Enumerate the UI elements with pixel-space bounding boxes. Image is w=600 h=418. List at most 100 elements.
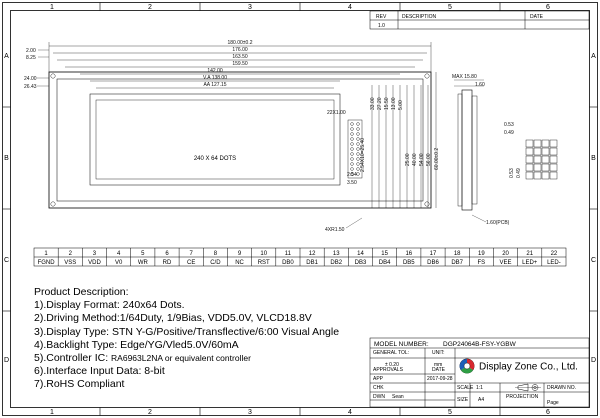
top-dimension-lines bbox=[48, 42, 432, 89]
pin-hole bbox=[356, 122, 360, 126]
zone-col-1-bottom: 1 bbox=[50, 409, 54, 416]
pin-name-2: VSS bbox=[64, 260, 76, 266]
zone-col-4: 4 bbox=[348, 4, 352, 11]
zone-col-6-bottom: 6 bbox=[546, 409, 550, 416]
general-tol-value: ± 0.20 bbox=[385, 362, 399, 368]
rev-value: 1.0 bbox=[378, 23, 385, 29]
pin-number-15: 15 bbox=[381, 251, 388, 257]
zone-row-a-right: A bbox=[591, 53, 596, 60]
pin-assignment-table: 1FGND2VSS3VDD4V05WR6RD7CE8C/D9NC10RST11D… bbox=[33, 247, 567, 267]
dot-cell bbox=[525, 163, 534, 172]
pin-name-4: V0 bbox=[115, 260, 123, 266]
pin-hole bbox=[350, 162, 354, 166]
description-line-2: 2).Driving Method:1/64Duty, 1/9Bias, VDD… bbox=[34, 312, 312, 325]
pin-number-6: 6 bbox=[165, 251, 169, 257]
dim-pcb-thickness: 1.60(PCB) bbox=[486, 220, 510, 226]
dot-cell bbox=[525, 139, 534, 148]
pin-name-15: DB4 bbox=[379, 260, 391, 266]
dim-small-3-5: 3.50 bbox=[347, 180, 357, 186]
pin-number-8: 8 bbox=[214, 251, 218, 257]
pin-name-17: DB6 bbox=[427, 260, 439, 266]
dim-v-33: 33.00 bbox=[370, 97, 376, 110]
dim-overall-width: 180.00±0.2 bbox=[228, 40, 253, 46]
title-block bbox=[369, 337, 590, 408]
zone-labels: 1 2 3 4 5 6 1 2 3 4 5 6 A B C D A B C D bbox=[4, 4, 596, 416]
pin-name-20: VEE bbox=[500, 260, 512, 266]
dim-v-40: 40.00 bbox=[412, 153, 418, 166]
dot-cell bbox=[549, 155, 558, 164]
size-value: A4 bbox=[478, 397, 484, 403]
zone-row-c-right: C bbox=[591, 257, 596, 264]
dim-v-25: 25.00 bbox=[405, 153, 411, 166]
dim-dot-v-0-49: 0.49 bbox=[516, 168, 522, 178]
revision-block bbox=[369, 10, 590, 30]
dim-left-26-43: 26.43 bbox=[24, 84, 37, 90]
lcd-module-front-view bbox=[48, 71, 432, 209]
pin-hole bbox=[356, 157, 360, 161]
dot-detail-grid bbox=[525, 139, 558, 180]
dim-v-56: 56.00 bbox=[426, 153, 432, 166]
zone-col-2: 2 bbox=[148, 4, 152, 11]
dot-cell bbox=[541, 155, 550, 164]
company-name: Display Zone Co., Ltd. bbox=[479, 362, 578, 373]
pin-name-14: DB3 bbox=[355, 260, 367, 266]
pin-number-20: 20 bbox=[502, 251, 509, 257]
pin-number-22: 22 bbox=[551, 251, 558, 257]
dim-hole-radius: 4XR1.50 bbox=[325, 227, 345, 233]
side-view bbox=[454, 79, 487, 223]
pin-name-11: DB0 bbox=[282, 260, 294, 266]
unit-label: UNIT: bbox=[432, 350, 445, 356]
dot-cell bbox=[549, 171, 558, 180]
pin-number-17: 17 bbox=[430, 251, 437, 257]
description-line-7: 7).RoHS Compliant bbox=[34, 378, 125, 391]
dim-v-13: 13.00 bbox=[391, 97, 397, 110]
left-leader-lines bbox=[37, 49, 49, 87]
dwn-label: DWN bbox=[373, 394, 385, 400]
dim-side-1-6: 1.60 bbox=[475, 82, 485, 88]
hole-leader bbox=[345, 217, 363, 229]
pin-number-16: 16 bbox=[405, 251, 412, 257]
description-title: Product Description: bbox=[34, 286, 129, 298]
pin-name-18: DB7 bbox=[451, 260, 463, 266]
dim-dot-0-49: 0.49 bbox=[504, 130, 514, 136]
dot-cell bbox=[533, 147, 542, 156]
dim-142: 142.00 bbox=[207, 68, 223, 74]
pin-hole bbox=[350, 157, 354, 161]
pin-number-4: 4 bbox=[117, 251, 121, 257]
scale-label: SCALE bbox=[457, 385, 474, 391]
dim-dot-v-0-53: 0.53 bbox=[509, 168, 515, 178]
dim-pin-width: 22X1.00 bbox=[327, 110, 346, 116]
dim-v-54: 54.00 bbox=[419, 153, 425, 166]
pin-hole bbox=[356, 172, 360, 176]
dim-hole-pitch-width: 176.00 bbox=[232, 47, 248, 53]
dot-cell bbox=[525, 171, 534, 180]
pin-number-14: 14 bbox=[357, 251, 364, 257]
pin-header bbox=[347, 119, 363, 179]
pin-hole bbox=[356, 167, 360, 171]
zone-row-c: C bbox=[4, 257, 9, 264]
zone-row-b: B bbox=[4, 155, 9, 162]
date-value: 2017-09-28 bbox=[427, 376, 453, 382]
projection-label: PROJECTION bbox=[506, 394, 539, 400]
pin-name-6: RD bbox=[163, 260, 172, 266]
zone-col-2-bottom: 2 bbox=[148, 409, 152, 416]
dim-left-24: 24.00 bbox=[24, 76, 37, 82]
description-line-4: 4).Backlight Type: Edge/YG/Vled5.0V/60mA bbox=[34, 338, 239, 351]
controller-label: 5).Controller IC: bbox=[34, 352, 112, 365]
pin-number-5: 5 bbox=[141, 251, 145, 257]
dim-dot-0-53: 0.53 bbox=[504, 122, 514, 128]
description-line-6: 6).Interface Input Data: 8-bit bbox=[34, 365, 165, 378]
pin-number-11: 11 bbox=[285, 251, 292, 257]
zone-col-5: 5 bbox=[448, 4, 452, 11]
dot-cell bbox=[533, 155, 542, 164]
pin-number-9: 9 bbox=[238, 251, 242, 257]
model-number-value: DGP24064B-FSY-YGBW bbox=[443, 341, 517, 348]
pin-name-5: WR bbox=[138, 260, 149, 266]
pin-hole bbox=[356, 152, 360, 156]
pin-name-8: C/D bbox=[210, 260, 221, 266]
pin-number-10: 10 bbox=[260, 251, 267, 257]
right-vertical-dim-lines bbox=[371, 72, 437, 208]
zone-col-3: 3 bbox=[248, 4, 252, 11]
